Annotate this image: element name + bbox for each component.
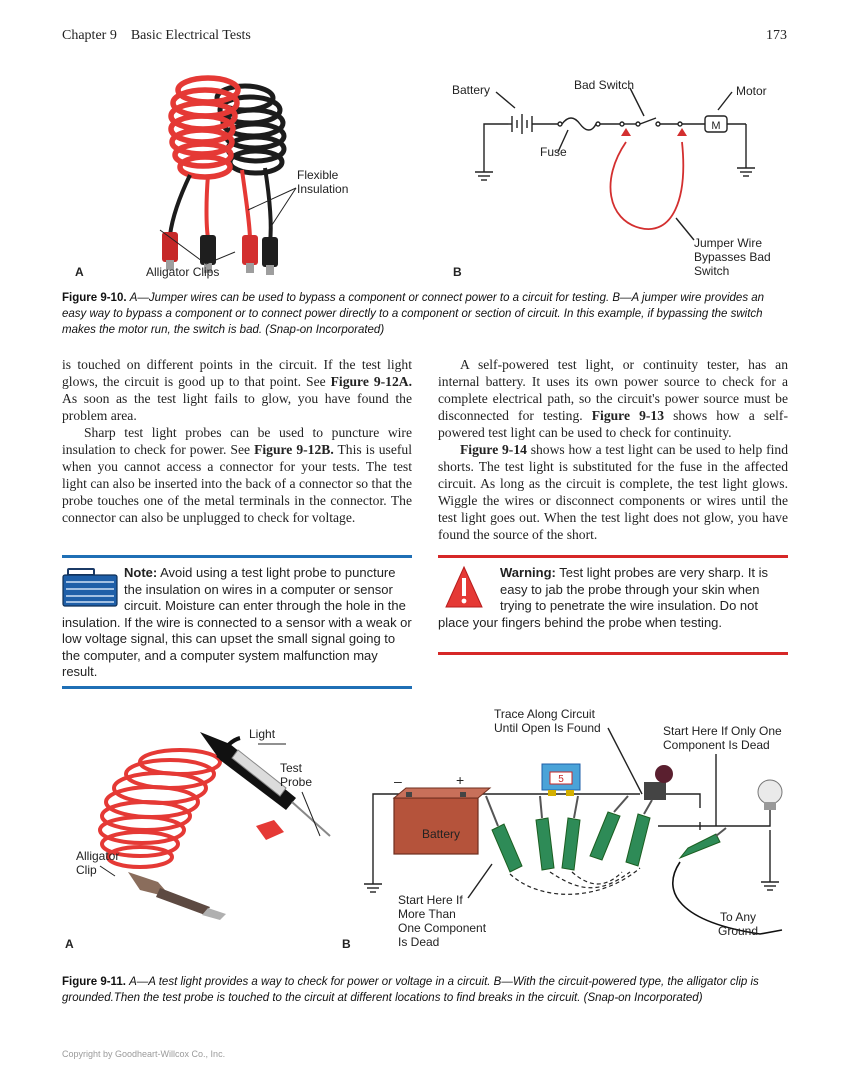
chapter-title: Basic Electrical Tests bbox=[130, 28, 251, 43]
label-bad-switch: Bad Switch bbox=[574, 78, 635, 92]
warning-bottom-rule bbox=[438, 652, 788, 655]
running-header: Chapter 9 Basic Electrical Tests bbox=[62, 28, 251, 44]
paragraph: Sharp test light probes can be used to p… bbox=[62, 425, 412, 525]
switch-illustration bbox=[644, 765, 673, 800]
page-number: 173 bbox=[766, 28, 787, 43]
left-column: is touched on different points in the ci… bbox=[62, 356, 412, 526]
paragraph: is touched on different points in the ci… bbox=[62, 357, 412, 423]
label-motor: Motor bbox=[736, 84, 767, 98]
caption-text: A—Jumper wires can be used to bypass a c… bbox=[62, 292, 765, 336]
figure-9-10-art: M bbox=[159, 75, 755, 275]
label-start-only-one: Start Here If Only One Component Is Dead bbox=[663, 724, 782, 752]
label-start-more-than-one: Start Here If More Than One Component Is… bbox=[398, 893, 487, 949]
panel-label-a: A bbox=[75, 265, 84, 279]
lamp-illustration bbox=[757, 779, 783, 810]
figure-ref: Figure 9-14 bbox=[460, 442, 527, 457]
label-trace-along-circuit: Trace Along Circuit Until Open Is Found bbox=[494, 707, 601, 735]
paragraph: Figure 9-14 shows how a test light can b… bbox=[438, 442, 788, 542]
label-flexible-insulation: Flexible Insulation bbox=[297, 168, 349, 196]
note-title: Note: bbox=[124, 565, 158, 580]
warning-title: Warning: bbox=[500, 565, 556, 580]
figure-9-11-caption: Figure 9-11. A—A test light provides a w… bbox=[62, 974, 789, 1006]
battery-negative: – bbox=[394, 773, 402, 789]
figure-9-11: 5 bbox=[60, 702, 789, 960]
right-column: A self-powered test light, or continuity… bbox=[438, 356, 788, 543]
caption-text: A—A test light provides a way to check f… bbox=[62, 976, 759, 1004]
fuse-illustration: 5 bbox=[541, 763, 581, 796]
label-battery: Battery bbox=[422, 827, 461, 841]
figure-ref: Figure 9-12B. bbox=[254, 442, 334, 457]
paragraph: A self-powered test light, or continuity… bbox=[438, 357, 788, 440]
motor-symbol: M bbox=[711, 120, 720, 132]
label-light: Light bbox=[249, 727, 276, 741]
warning-text: Test light probes are very sharp. It is … bbox=[438, 565, 769, 630]
warning-icon bbox=[445, 565, 483, 608]
chapter-number: Chapter 9 bbox=[62, 28, 117, 43]
caption-ref: Figure 9-11. bbox=[62, 976, 126, 988]
figure-9-10-caption: Figure 9-10. A—Jumper wires can be used … bbox=[62, 290, 789, 338]
panel-label-b: B bbox=[453, 265, 462, 279]
note-text: Avoid using a test light probe to punctu… bbox=[62, 565, 412, 679]
test-light-photo bbox=[98, 732, 331, 920]
label-alligator-clip: Alligator Clip bbox=[76, 849, 120, 877]
caption-ref: Figure 9-10. bbox=[62, 292, 127, 304]
circuit-powered-schematic bbox=[364, 727, 779, 899]
jumper-wire-schematic bbox=[475, 87, 755, 241]
label-battery: Battery bbox=[452, 83, 491, 97]
panel-label-b: B bbox=[342, 937, 351, 951]
figure-9-10: M Flexible Insulation Alligator Clips A … bbox=[60, 60, 789, 285]
figure-ref: Figure 9-12A. bbox=[330, 374, 412, 389]
battery-illustration bbox=[392, 787, 492, 855]
jumper-wires-photo bbox=[159, 75, 297, 275]
label-alligator-clips: Alligator Clips bbox=[146, 265, 220, 279]
figure-9-11-art: 5 bbox=[98, 727, 783, 935]
panel-label-a: A bbox=[65, 937, 74, 951]
fuse-rating: 5 bbox=[558, 774, 564, 785]
note-bottom-rule bbox=[62, 686, 412, 689]
jumper-wire-red bbox=[609, 128, 687, 230]
label-fuse: Fuse bbox=[540, 145, 567, 159]
label-to-any-ground: To Any Ground bbox=[718, 910, 759, 938]
warning-top-rule bbox=[438, 555, 788, 558]
copyright-footer: Copyright by Goodheart-Willcox Co., Inc. bbox=[62, 1049, 226, 1059]
label-jumper-wire: Jumper Wire Bypasses Bad Switch bbox=[694, 236, 771, 278]
note-box: Note: Avoid using a test light probe to … bbox=[62, 565, 412, 681]
battery-positive: + bbox=[456, 772, 465, 788]
note-top-rule bbox=[62, 555, 412, 558]
label-test-probe: Test Probe bbox=[280, 761, 313, 789]
figure-ref: Figure 9-13 bbox=[591, 408, 665, 423]
toolbox-icon bbox=[62, 568, 118, 607]
test-probes bbox=[485, 795, 783, 935]
warning-box: Warning: Test light probes are very shar… bbox=[438, 565, 788, 631]
